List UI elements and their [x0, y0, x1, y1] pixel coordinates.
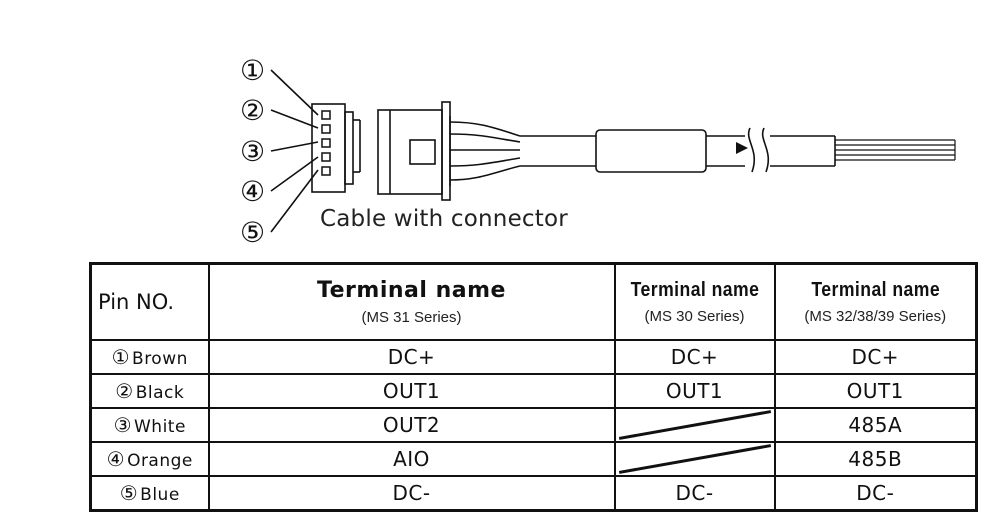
diagonal-slash-icon [616, 443, 774, 475]
pin-callout-2: ② [240, 94, 265, 127]
column-title: Terminal name [317, 278, 506, 303]
pin-callout-4: ④ [240, 175, 265, 208]
column-subtitle: (MS 30 Series) [644, 308, 745, 325]
terminal-cell: DC- [773, 475, 978, 512]
cable-connector-diagram: ① ② ③ ④ ⑤ [240, 54, 956, 249]
pin-callout-3: ③ [240, 135, 265, 168]
terminal-cell: OUT1 [207, 373, 616, 409]
terminal-cell: DC- [207, 475, 616, 512]
terminal-cell: OUT1 [773, 373, 978, 409]
wire-color: Orange [127, 451, 193, 471]
column-title: Terminal name [810, 279, 940, 301]
terminal-cell: DC- [613, 475, 776, 512]
terminal-cell: 485A [773, 407, 978, 443]
pin-assignment-table: Pin NO. Terminal name (MS 31 Series) Ter… [89, 262, 978, 512]
wire-color: Brown [132, 349, 188, 369]
terminal-cell: AIO [207, 441, 616, 477]
terminal-cell: OUT1 [613, 373, 776, 409]
column-subtitle: (MS 31 Series) [361, 309, 462, 326]
wire-color: Black [135, 383, 185, 403]
pin-number-header: Pin NO. [89, 262, 210, 341]
pin-number: ③ [113, 413, 132, 437]
pin-number: ② [115, 379, 134, 403]
wire-color: White [134, 417, 186, 437]
column-header-ms30: Terminal name (MS 30 Series) [613, 262, 776, 341]
column-title: Terminal name [630, 279, 759, 301]
pin-callout-5: ⑤ [240, 216, 265, 249]
terminal-cell: DC+ [207, 339, 616, 375]
terminal-cell: DC+ [613, 339, 776, 375]
pin-number: ④ [106, 447, 126, 471]
terminal-cell: 485B [773, 441, 978, 477]
column-subtitle: (MS 32/38/39 Series) [804, 308, 947, 325]
not-applicable-cell [613, 407, 776, 443]
terminal-cell: DC+ [773, 339, 978, 375]
pin-number: ⑤ [119, 481, 139, 505]
column-header-ms31: Terminal name (MS 31 Series) [207, 262, 616, 341]
pin-callout-1: ① [240, 54, 265, 87]
wire-color: Blue [140, 485, 180, 505]
diagonal-slash-icon [616, 409, 774, 441]
not-applicable-cell [613, 441, 776, 477]
terminal-cell: OUT2 [207, 407, 616, 443]
table-header-row: Pin NO. Terminal name (MS 31 Series) Ter… [89, 262, 978, 341]
pin-number: ① [111, 345, 131, 369]
column-header-ms32-38-39: Terminal name (MS 32/38/39 Series) [773, 262, 978, 341]
diagram-caption: Cable with connector [320, 206, 568, 232]
